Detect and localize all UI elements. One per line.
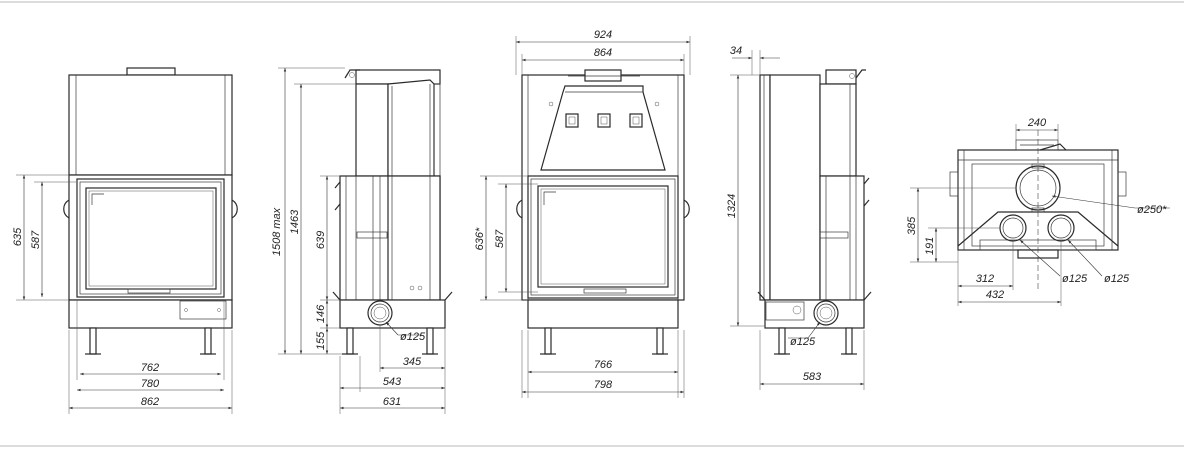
top-dim-385: 385 <box>906 216 918 235</box>
top-dim-pipe-left-125: ø125 <box>1062 273 1088 285</box>
side-dim-631: 631 <box>383 396 401 408</box>
front-lift-base <box>527 299 679 329</box>
front-dim-635: 635 <box>12 227 24 246</box>
side-dim-1508-max: 1508 max <box>271 207 283 256</box>
front-dim-780: 780 <box>141 378 160 390</box>
side-lift-rear-panel <box>759 74 771 301</box>
side-dim-345: 345 <box>403 356 422 368</box>
side-dim-543: 543 <box>383 376 402 388</box>
side-dim-pipe-125: ø125 <box>400 331 426 343</box>
side-lift-leg-left <box>778 327 786 355</box>
front-lift-top-bar <box>584 69 622 82</box>
front-dim-862: 862 <box>141 396 159 408</box>
front-view-right-grip <box>231 199 238 219</box>
front-lift-view: 924 864 636* 587 766 798 <box>474 29 691 398</box>
front-view-collar <box>126 67 176 76</box>
side-view-pipe <box>367 300 393 326</box>
front-lift-vent-2 <box>597 113 611 128</box>
front-view-leg-left <box>89 327 97 355</box>
front-lift-dim-864: 864 <box>594 47 612 59</box>
side-lift-pipe <box>813 300 839 326</box>
front-view-handle <box>127 288 171 294</box>
front-view: 635 587 762 780 862 <box>12 67 238 414</box>
side-lift-dim-583: 583 <box>803 371 822 383</box>
top-dim-flue-250: ø250* <box>1137 204 1167 216</box>
top-dim-pipe-right-125: ø125 <box>1104 273 1130 285</box>
front-lift-door <box>527 175 679 299</box>
side-lift-dim-1324: 1324 <box>726 194 738 218</box>
side-lift-dim-pipe-125: ø125 <box>790 336 816 348</box>
side-dim-639: 639 <box>315 231 327 249</box>
side-dim-1463: 1463 <box>289 209 301 234</box>
side-lift-top-block <box>825 69 857 85</box>
front-lift-vent-3 <box>629 113 643 128</box>
front-dim-762: 762 <box>141 362 159 374</box>
front-view-hood <box>68 74 233 176</box>
top-view: 240 ø250* 385 191 ø125 ø125 312 432 <box>906 117 1170 306</box>
top-dim-312: 312 <box>976 273 994 285</box>
front-lift-dim-766: 766 <box>594 359 613 371</box>
front-lift-dim-798: 798 <box>594 379 613 391</box>
front-lift-dim-924: 924 <box>594 29 612 41</box>
side-view-leg-left <box>346 327 354 355</box>
front-lift-leg-right <box>656 327 664 355</box>
front-lift-glass <box>537 185 669 288</box>
front-view-base <box>68 299 233 329</box>
side-view-leg-right <box>426 327 434 355</box>
front-lift-leg-left <box>544 327 552 355</box>
side-view-base <box>339 299 446 329</box>
side-lift-dim-34: 34 <box>730 45 742 57</box>
front-view-door <box>76 178 225 298</box>
side-lift-air-control <box>765 301 805 321</box>
side-view-hood-rear <box>355 83 389 177</box>
top-dim-191: 191 <box>924 237 936 255</box>
side-view-bracket <box>356 231 388 239</box>
side-lift-view: 34 1324 ø125 583 <box>726 45 872 390</box>
front-lift-dim-636-star: 636* <box>474 227 486 250</box>
front-view-air-control <box>179 300 227 320</box>
side-view: 1508 max 1463 639 146 155 ø125 345 543 6… <box>271 67 453 414</box>
side-lift-hood <box>769 74 821 301</box>
front-view-left-grip <box>63 199 70 219</box>
side-dim-146: 146 <box>315 304 327 323</box>
side-lift-leg-right <box>845 327 853 355</box>
front-view-body <box>68 174 233 301</box>
front-dim-587: 587 <box>30 230 42 249</box>
front-lift-hood <box>540 85 666 171</box>
side-dim-155: 155 <box>315 331 327 350</box>
top-dim-240: 240 <box>1027 117 1047 129</box>
top-dim-432: 432 <box>986 289 1004 301</box>
front-lift-dim-587: 587 <box>494 229 506 248</box>
front-lift-vent-1 <box>565 113 579 128</box>
front-view-leg-right <box>204 327 212 355</box>
